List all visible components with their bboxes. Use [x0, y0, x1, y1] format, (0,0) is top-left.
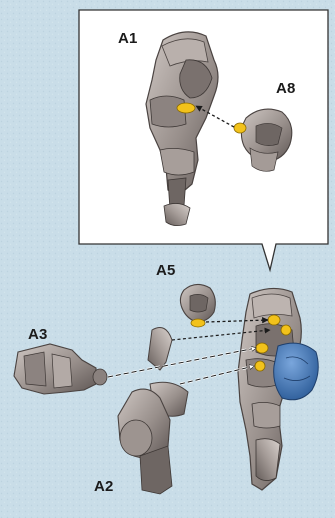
- label-a1: A1: [118, 30, 138, 47]
- detail-inset: [79, 10, 328, 270]
- peg: [191, 319, 205, 327]
- peg-socket-4: [255, 361, 265, 371]
- label-a5: A5: [156, 262, 176, 279]
- label-a2: A2: [94, 478, 114, 495]
- label-a8: A8: [276, 80, 296, 97]
- peg-socket-1: [268, 315, 280, 325]
- label-a3: A3: [28, 326, 48, 343]
- peg-socket-inset: [177, 103, 195, 113]
- peg-socket-3: [256, 343, 268, 353]
- peg-inset: [234, 123, 246, 133]
- peg-socket-2: [281, 325, 291, 335]
